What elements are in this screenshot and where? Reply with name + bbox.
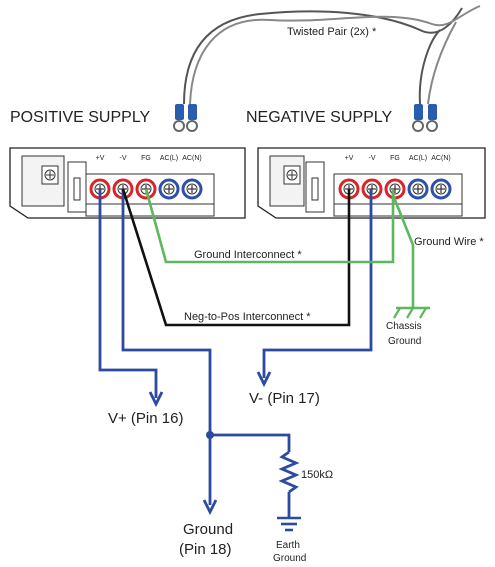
chassis-ground-label-line1: Chassis [386, 321, 422, 332]
positive-terminal-label: -V [120, 155, 127, 162]
negative-terminal-block: +V -V FG AC(L) AC(N) [338, 155, 452, 200]
wire-neg-to-pos [121, 188, 351, 327]
positive-terminal-label: FG [141, 155, 151, 162]
ground-node-dot [206, 431, 214, 439]
wire-chassis-ground [391, 194, 415, 308]
resistor-symbol [278, 450, 300, 494]
arrow-vminus [256, 371, 272, 388]
positive-supply-unit: +V -V FG AC(L) AC(N) [9, 147, 246, 219]
negative-terminal-label: -V [369, 155, 376, 162]
ring-lugs-negative [412, 104, 438, 132]
chassis-ground-symbol [393, 306, 430, 319]
earth-ground-symbol [277, 516, 301, 532]
negative-supply-unit: +V -V FG AC(L) AC(N) [257, 147, 486, 219]
negative-terminal-label: FG [390, 155, 400, 162]
ground-wire-label: Ground Wire * [414, 236, 484, 248]
wire-vminus [262, 189, 373, 378]
chassis-ground-label-line2: Ground [388, 336, 421, 347]
positive-terminal-label: AC(L) [160, 155, 178, 162]
earth-ground-label-line2: Ground [273, 553, 306, 564]
resistor-label: 150kΩ [301, 469, 333, 481]
wire-ground-from-positive [121, 189, 212, 505]
neg-to-pos-label: Neg-to-Pos Interconnect * [184, 311, 311, 323]
vplus-pin-label: V+ (Pin 16) [108, 410, 183, 427]
earth-ground-label-line1: Earth [276, 540, 300, 551]
negative-terminal-label: +V [345, 155, 354, 162]
ring-lugs-positive [173, 104, 198, 132]
positive-supply-label: POSITIVE SUPPLY [10, 109, 151, 126]
twisted-pair-label: Twisted Pair (2x) * [287, 26, 377, 38]
negative-terminal-label: AC(N) [431, 155, 450, 162]
arrow-ground [202, 499, 218, 516]
wire-vplus [98, 189, 158, 398]
twisted-pair-cable [183, 5, 481, 105]
ground-pin-label-line1: Ground [183, 521, 233, 538]
negative-terminal-label: AC(L) [409, 155, 427, 162]
positive-terminal-label: AC(N) [182, 155, 201, 162]
wire-ground-interconnect [144, 188, 395, 264]
positive-terminal-label: +V [96, 155, 105, 162]
vminus-pin-label: V- (Pin 17) [249, 390, 320, 407]
ground-pin-label-line2: (Pin 18) [179, 541, 232, 558]
arrow-vplus [148, 391, 164, 408]
wire-to-resistor [210, 433, 291, 452]
negative-supply-label: NEGATIVE SUPPLY [246, 109, 392, 126]
ground-interconnect-label: Ground Interconnect * [194, 249, 302, 261]
